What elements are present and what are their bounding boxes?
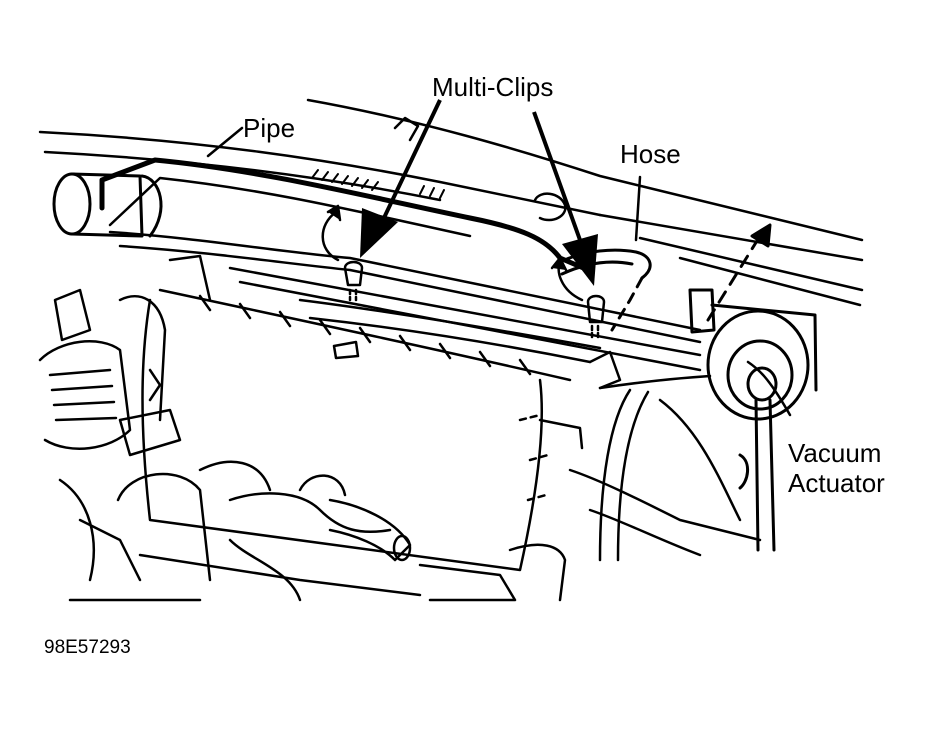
removal-arrow (706, 223, 772, 322)
lower-engine-components (58, 368, 567, 602)
multi-clips-label: Multi-Clips (432, 72, 554, 102)
leader-lines (206, 126, 792, 417)
vacuum-actuator-label-line1: Vacuum (788, 438, 882, 468)
figure-code: 98E57293 (44, 637, 131, 658)
vacuum-actuator-label-line2: Actuator (788, 468, 885, 498)
pipe (99, 157, 591, 273)
vacuum-actuator-label: Vacuum Actuator (788, 438, 885, 498)
multi-clip-right (550, 256, 606, 340)
multi-clips-arrows (360, 99, 598, 286)
lower-bracket (68, 553, 422, 602)
radiator (141, 288, 584, 572)
vacuum-actuator (688, 288, 818, 552)
cylinder-bracket (52, 172, 163, 238)
pipe-label: Pipe (243, 113, 296, 143)
intake-duct (38, 254, 212, 450)
cowl-panel-lines (38, 98, 864, 307)
multi-clip-left (321, 204, 364, 302)
hose-label: Hose (620, 139, 681, 169)
right-side-hoses (568, 388, 762, 562)
